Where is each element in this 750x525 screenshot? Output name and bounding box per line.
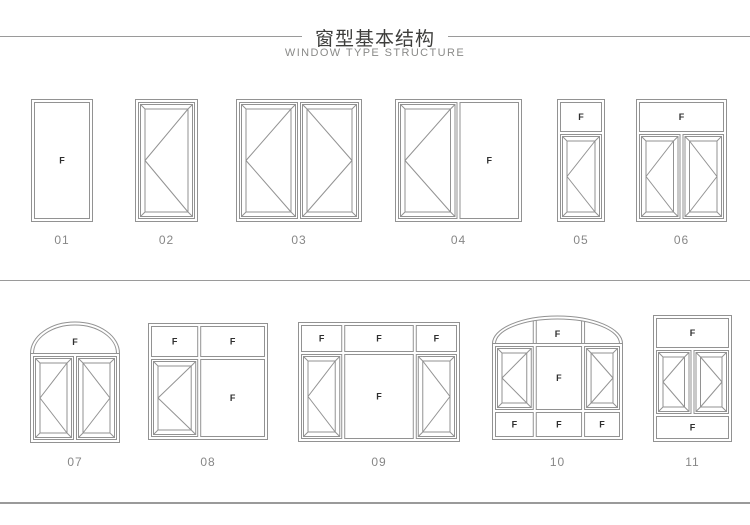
window-number-label: 10 xyxy=(549,455,566,469)
window-diagram-09: F F F F 09 xyxy=(298,322,460,469)
window-number-label: 05 xyxy=(573,233,589,247)
glass-label: F xyxy=(434,334,440,344)
window-diagram-05: F 05 xyxy=(557,99,605,247)
glass-label: F xyxy=(512,420,518,430)
window-number-label: 11 xyxy=(685,455,700,469)
glass-label: F xyxy=(72,337,78,347)
page-subtitle: WINDOW TYPE STRUCTURE xyxy=(284,47,466,59)
window-diagram-03: 03 xyxy=(236,99,362,247)
window-diagram-10: F F F F F 10 xyxy=(492,315,623,469)
window-number-label: 03 xyxy=(291,233,307,247)
title-rule-right xyxy=(448,36,750,37)
row-divider xyxy=(0,280,750,281)
window-diagram-04: F 04 xyxy=(395,99,522,247)
glass-label: F xyxy=(487,156,493,166)
window-diagram-11: F F 11 xyxy=(653,315,732,469)
window-diagram-01: F 01 xyxy=(31,99,93,247)
page-title: 窗型基本结构 xyxy=(314,29,435,50)
window-number-label: 01 xyxy=(54,233,70,247)
window-number-label: 07 xyxy=(67,455,83,469)
glass-label: F xyxy=(59,156,65,166)
glass-label: F xyxy=(172,337,178,347)
window-diagram-06: F 06 xyxy=(636,99,727,247)
glass-label: F xyxy=(230,393,236,403)
window-number-label: 09 xyxy=(371,455,387,469)
glass-label: F xyxy=(555,329,561,339)
glass-label: F xyxy=(230,337,236,347)
title-rule-left xyxy=(0,36,302,37)
window-number-label: 06 xyxy=(673,233,690,247)
glass-label: F xyxy=(376,334,382,344)
window-number-label: 08 xyxy=(200,455,216,469)
window-number-label: 02 xyxy=(158,233,175,247)
glass-label: F xyxy=(690,328,696,338)
glass-label: F xyxy=(679,112,685,122)
glass-label: F xyxy=(376,392,382,402)
window-number-label: 04 xyxy=(450,233,467,247)
glass-label: F xyxy=(556,373,562,383)
glass-label: F xyxy=(690,423,696,433)
window-diagram-08: F F F 08 xyxy=(148,323,268,469)
window-diagram-02: 02 xyxy=(135,99,198,247)
window-diagram-07: F 07 xyxy=(30,321,120,469)
glass-label: F xyxy=(578,112,584,122)
glass-label: F xyxy=(599,420,605,430)
glass-label: F xyxy=(319,334,325,344)
glass-label: F xyxy=(556,420,562,430)
bottom-divider xyxy=(0,502,750,504)
